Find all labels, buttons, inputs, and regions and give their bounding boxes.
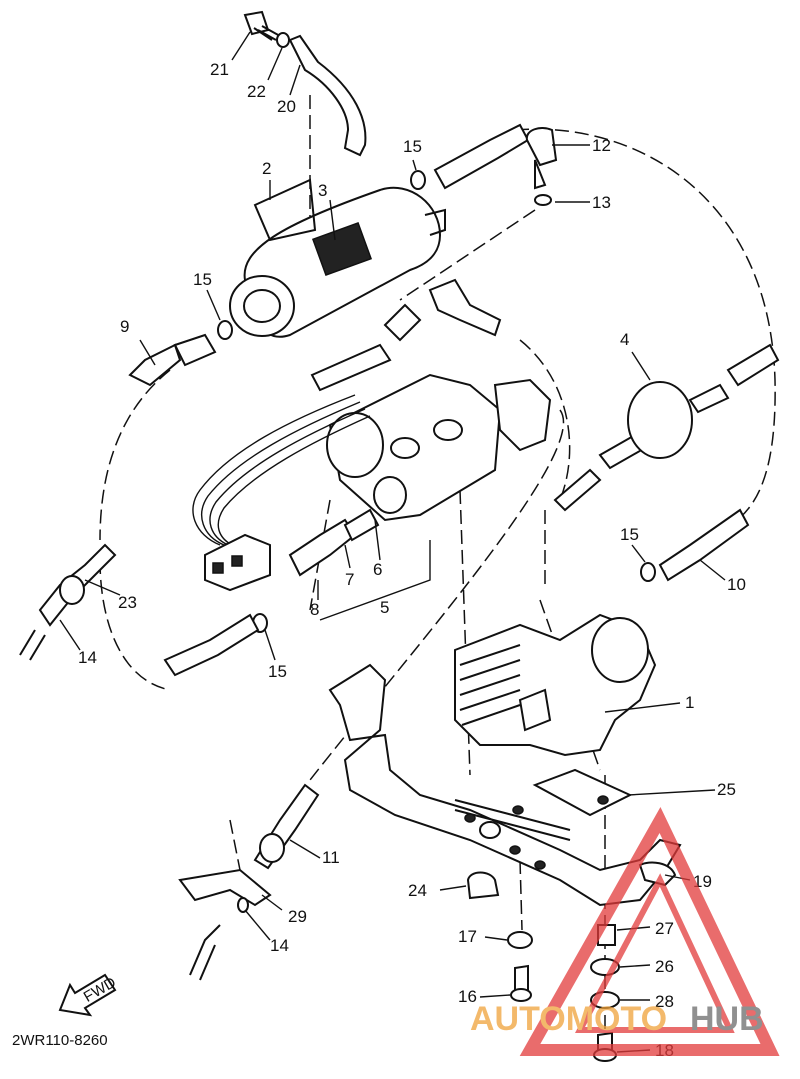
fuel-pump xyxy=(229,178,446,338)
label-15-top: 15 xyxy=(403,137,422,156)
label-9: 9 xyxy=(120,317,129,336)
label-12: 12 xyxy=(592,136,611,155)
label-17: 17 xyxy=(458,927,477,946)
diagram-code: 2WR110-8260 xyxy=(12,1032,108,1049)
part-labels: 21 22 20 2 3 15 12 13 15 9 4 15 10 23 14… xyxy=(12,60,746,1060)
label-14-bottom: 14 xyxy=(270,936,289,955)
label-13: 13 xyxy=(592,193,611,212)
label-15-bottom: 15 xyxy=(268,662,287,681)
label-16: 16 xyxy=(458,987,477,1006)
label-7: 7 xyxy=(345,570,354,589)
label-15-right: 15 xyxy=(620,525,639,544)
label-8: 8 xyxy=(310,600,319,619)
valve-body xyxy=(192,373,552,592)
fwd-arrow-icon: FWD xyxy=(58,973,119,1017)
fuel-filter xyxy=(553,343,780,512)
label-22: 22 xyxy=(247,82,266,101)
label-20: 20 xyxy=(277,97,296,116)
watermark: AUTOMOTO HUB xyxy=(470,807,780,1056)
watermark-text-hub: HUB xyxy=(690,1000,764,1038)
label-21: 21 xyxy=(210,60,229,79)
watermark-text-automoto: AUTOMOTO xyxy=(470,1000,667,1038)
label-27: 27 xyxy=(655,919,674,938)
label-28: 28 xyxy=(655,992,674,1011)
hose-fittings xyxy=(19,123,750,981)
label-3: 3 xyxy=(318,181,327,200)
label-24: 24 xyxy=(408,881,427,900)
pump-motor xyxy=(454,613,657,757)
label-4: 4 xyxy=(620,330,629,349)
label-23: 23 xyxy=(118,593,137,612)
watermark-triangle-icon xyxy=(519,807,780,1056)
label-26: 26 xyxy=(655,957,674,976)
label-14-left: 14 xyxy=(78,648,97,667)
label-25: 25 xyxy=(717,780,736,799)
clamp-assembly xyxy=(243,10,367,157)
label-15-left: 15 xyxy=(193,270,212,289)
label-2: 2 xyxy=(262,159,271,178)
label-6: 6 xyxy=(373,560,382,579)
leader-lines xyxy=(59,31,726,1053)
label-29: 29 xyxy=(288,907,307,926)
label-5: 5 xyxy=(380,598,389,617)
label-10: 10 xyxy=(727,575,746,594)
label-1: 1 xyxy=(685,693,694,712)
label-11: 11 xyxy=(322,848,340,867)
